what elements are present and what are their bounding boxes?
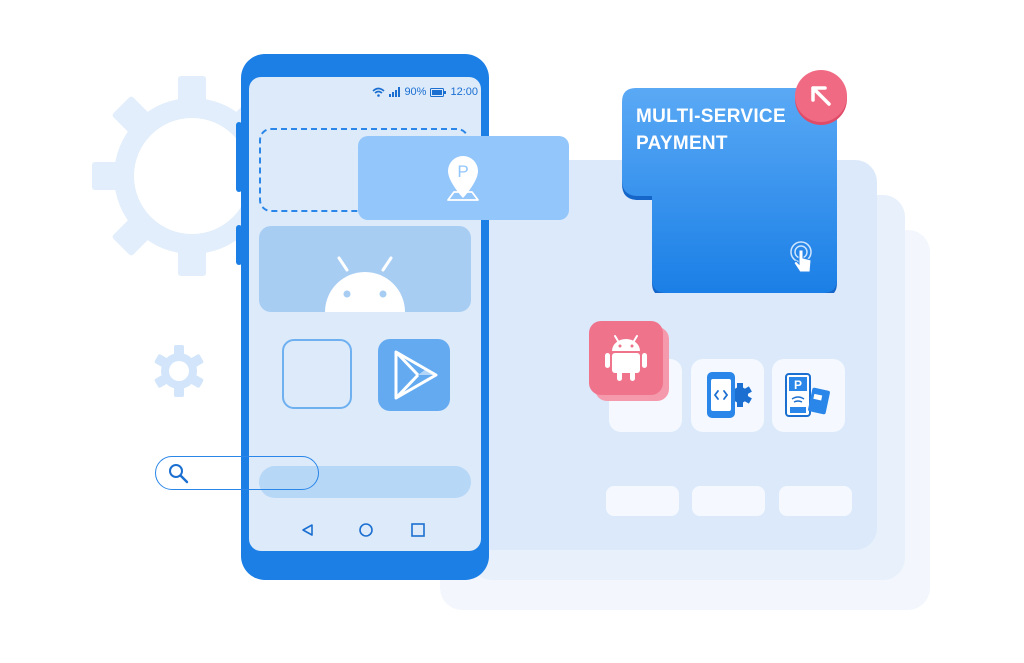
mobile-code-gear-icon	[707, 372, 752, 418]
payment-card-line2: PAYMENT	[636, 133, 728, 154]
action-pill[interactable]	[692, 486, 765, 516]
search-icon	[169, 464, 189, 484]
recents-icon	[411, 523, 425, 537]
action-pill[interactable]	[779, 486, 852, 516]
phone-side-button	[236, 225, 242, 265]
payment-card[interactable]	[622, 88, 837, 293]
parking-letter: P	[794, 378, 802, 392]
phone-side-button	[236, 122, 242, 192]
payment-card-line1: MULTI-SERVICE	[636, 106, 786, 127]
home-icon	[359, 523, 373, 537]
parking-card: P	[358, 136, 569, 220]
play-store-app[interactable]	[378, 339, 450, 411]
arrow-badge[interactable]	[795, 70, 847, 122]
wifi-icon	[372, 87, 385, 97]
search-input[interactable]	[155, 456, 319, 490]
payment-card-title: MULTI-SERVICE PAYMENT	[636, 103, 806, 157]
battery-icon	[430, 87, 447, 97]
phone-input-bar[interactable]	[259, 466, 471, 498]
play-store-icon	[394, 350, 438, 400]
parking-payment-icon: P	[785, 373, 830, 417]
status-bar: 90% 12:00	[360, 84, 478, 100]
android-icon	[605, 335, 647, 381]
app-icon-placeholder[interactable]	[282, 339, 352, 409]
status-time: 12:00	[450, 86, 478, 98]
arrow-up-left-icon	[811, 86, 831, 106]
action-pill[interactable]	[606, 486, 679, 516]
parking-marker-letter: P	[457, 162, 468, 181]
tap-icon	[790, 241, 812, 273]
battery-percent: 90%	[404, 86, 427, 98]
back-icon	[302, 524, 313, 536]
android-banner	[259, 226, 471, 312]
android-icon	[325, 256, 405, 312]
parking-pin-icon: P	[447, 156, 479, 201]
android-badge[interactable]	[589, 321, 663, 395]
service-tile[interactable]: P	[772, 359, 845, 432]
service-tile[interactable]	[691, 359, 764, 432]
small-gear-icon	[154, 345, 204, 397]
signal-icon	[389, 87, 401, 97]
phone-nav-bar	[302, 523, 425, 537]
